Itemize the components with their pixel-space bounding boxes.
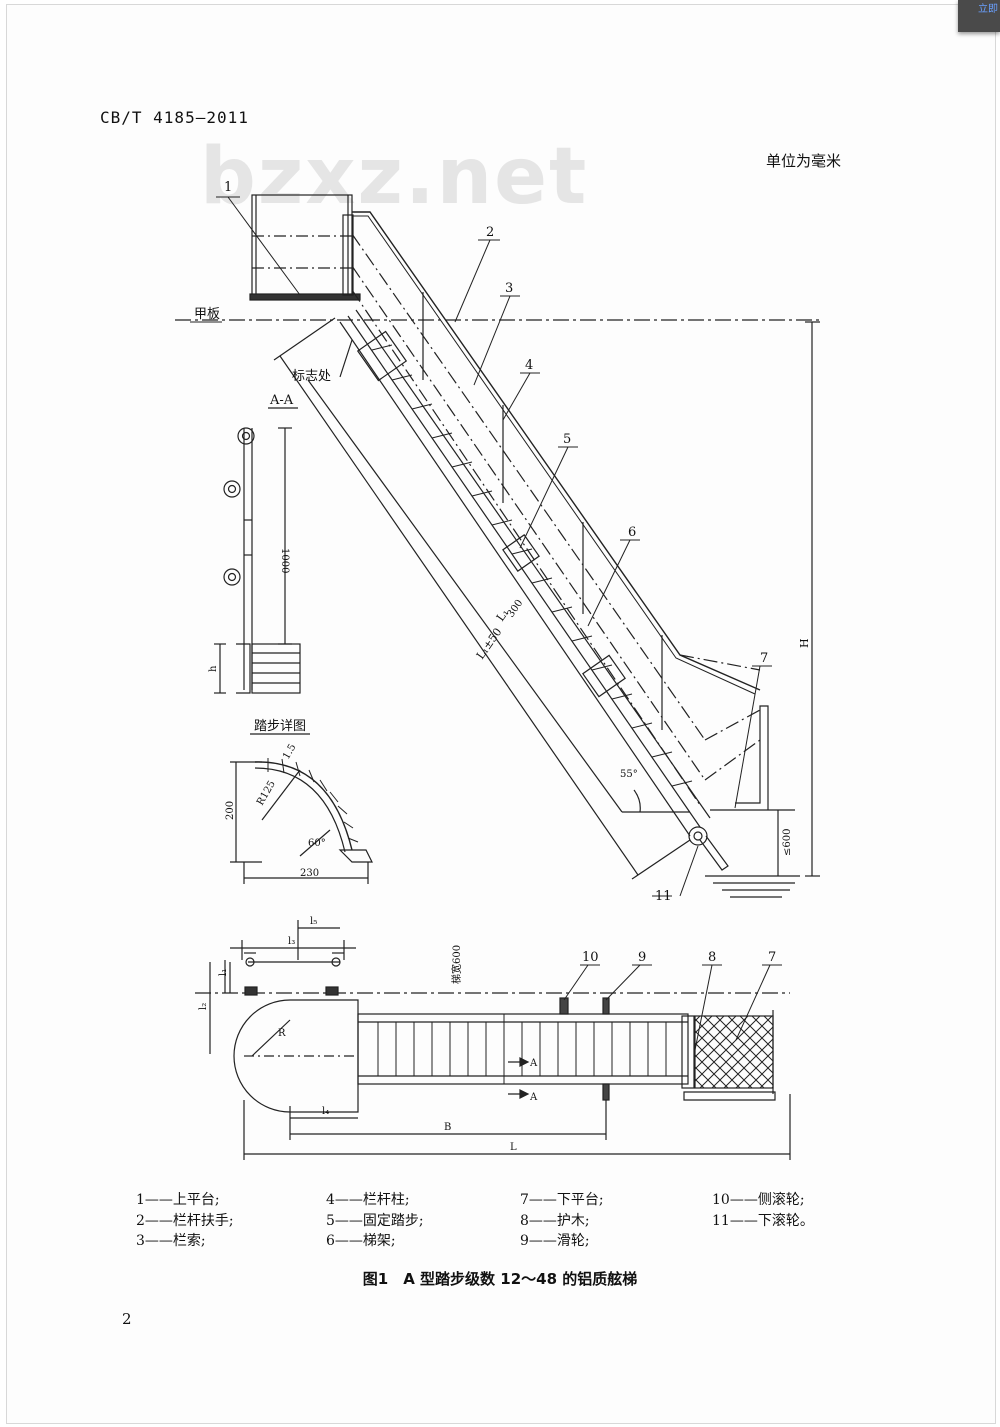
dim-L: L [510, 1142, 517, 1153]
units-note: 单位为毫米 [766, 152, 842, 170]
bottom-roller [688, 826, 708, 846]
watermark: bzxz.net [200, 132, 589, 222]
callout-6: 6 [628, 525, 636, 540]
standard-code: CB/T 4185—2011 [100, 108, 249, 127]
callout-9: 9 [638, 950, 646, 965]
dim-l2: l₂ [198, 1003, 209, 1010]
section-aa [214, 407, 301, 694]
dim-l1: l₁ [218, 969, 229, 976]
dim-200: 200 [225, 801, 236, 820]
ladder-stringer [339, 309, 711, 837]
dim-1-5: 1.5 [281, 742, 298, 761]
legend-col-3: 7——下平台; 8——护木; 9——滑轮; [520, 1190, 604, 1252]
plan-view [195, 920, 791, 1160]
dim-1000: 1000 [279, 548, 290, 573]
callout-4: 4 [525, 358, 533, 373]
callout-3: 3 [505, 281, 513, 296]
legend-item: 10——侧滚轮; [712, 1192, 805, 1208]
legend-item: 2——栏杆扶手; [136, 1212, 234, 1229]
callout-5: 5 [563, 432, 571, 447]
legend-item: 8——护木; [520, 1212, 590, 1229]
corner-tab[interactable]: 立即 [958, 0, 1000, 32]
step-detail [230, 733, 373, 884]
dim-H: H [798, 638, 811, 648]
callout-2: 2 [486, 225, 494, 240]
legend-item: 4——栏杆柱; [326, 1192, 410, 1208]
legend-item: 3——栏索; [136, 1233, 206, 1249]
lower-platform [710, 705, 795, 811]
handrail [352, 211, 761, 691]
angle-60: 60° [308, 838, 326, 849]
paper-sheet [6, 4, 996, 1424]
dim-R: R [278, 1028, 286, 1039]
legend-item: 9——滑轮; [520, 1233, 590, 1249]
section-mark-a2: A [529, 1092, 538, 1103]
ladder-treads [371, 344, 693, 787]
dim-230: 230 [300, 868, 319, 879]
callout-10: 10 [582, 950, 599, 965]
callout-leaders [190, 196, 782, 1051]
dim-h: h [208, 665, 219, 672]
callout-1: 1 [224, 180, 232, 195]
legend-item: 5——固定踏步; [326, 1212, 424, 1229]
section-aa-title: A-A [269, 393, 294, 408]
upper-platform [249, 194, 361, 301]
legend-item: 7——下平台; [520, 1192, 604, 1208]
dim-l4: l₄ [322, 1106, 329, 1117]
angle-55: 55° [620, 769, 638, 780]
legend-col-4: 10——侧滚轮; 11——下滚轮。 [712, 1190, 814, 1231]
deck-label: 甲板 [194, 307, 220, 322]
water-lines [705, 875, 800, 898]
legend-item: 11——下滚轮。 [712, 1212, 814, 1229]
dim-L1-line [279, 355, 639, 876]
section-mark-a1: A [529, 1058, 538, 1069]
page-number: 2 [122, 1310, 132, 1328]
legend-col-1: 1——上平台; 2——栏杆扶手; 3——栏索; [136, 1190, 234, 1252]
callout-8: 8 [708, 950, 716, 965]
ladder-tail [699, 835, 729, 871]
legend-col-2: 4——栏杆柱; 5——固定踏步; 6——梯架; [326, 1190, 424, 1252]
callout-7: 7 [760, 651, 768, 666]
step-detail-title: 踏步详图 [254, 719, 306, 734]
ladder-width: 梯宽600 [450, 945, 463, 984]
dim-l5: l₅ [310, 916, 317, 927]
callout-11: 11 [655, 889, 672, 904]
figure-caption: 图1 A 型踏步级数 12～48 的铝质舷梯 [362, 1270, 638, 1288]
dim-l3: l₃ [288, 936, 295, 947]
dim-600: ≤600 [782, 829, 793, 856]
callout-7-plan: 7 [768, 950, 776, 965]
dim-B: B [444, 1122, 451, 1133]
legend-item: 6——梯架; [326, 1233, 396, 1249]
mark-label: 标志处 [292, 369, 331, 384]
legend-item: 1——上平台; [136, 1192, 220, 1208]
